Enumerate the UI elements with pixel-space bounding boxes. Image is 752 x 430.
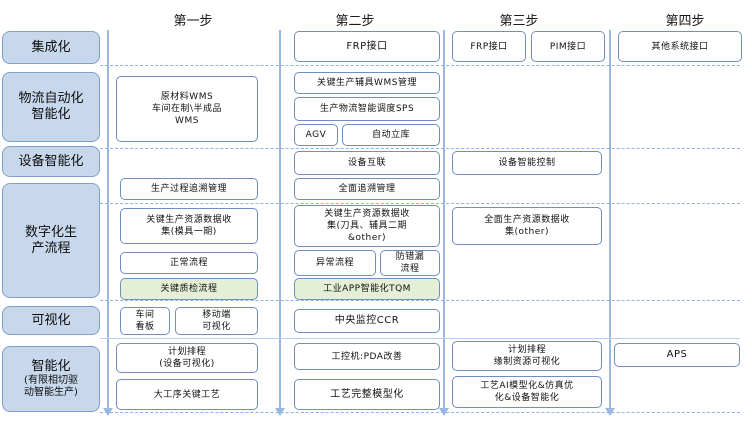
step1-wms: 原材料WMS 车间在制\半成品 WMS (116, 76, 258, 142)
step1-normal-flow: 正常流程 (120, 252, 258, 274)
column-header-step4: 第四步 (665, 14, 705, 29)
step2-frp-interface: FRP接口 (294, 31, 440, 62)
step2-full-trace: 全面追溯管理 (294, 178, 440, 200)
step1-planning: 计划排程 (设备可视化) (116, 343, 258, 373)
step2-arrow (275, 30, 285, 416)
step2-agv: AGV (294, 124, 338, 146)
step1-quality-flow: 关键质检流程 (120, 278, 258, 300)
step2-auto-warehouse: 自动立库 (342, 124, 440, 146)
step4-aps: APS (614, 343, 740, 367)
column-header-step2: 第二步 (335, 14, 375, 29)
row-divider (100, 203, 740, 204)
step1-mobile-visual: 移动端 可视化 (175, 307, 258, 335)
category-integration: 集成化 (2, 31, 100, 64)
category-label: 可视化 (31, 312, 71, 328)
step3-ai-model: 工艺AI模型化&仿真优 化&设备智能化 (452, 376, 602, 408)
step2-device-iot: 设备互联 (294, 151, 440, 175)
step1-data-collection: 关键生产资源数据收 集(模具一期) (120, 208, 258, 244)
category-visualization: 可视化 (2, 306, 100, 335)
category-label: 设备智能化 (18, 153, 84, 169)
category-sublabel: (有限相切驱 动智能生产) (24, 375, 78, 398)
row-divider (100, 65, 740, 66)
category-logistics: 物流自动化 智能化 (2, 72, 100, 142)
row-divider (100, 412, 740, 413)
column-header-step3: 第三步 (499, 14, 539, 29)
step3-planning: 计划排程 缘制资源可视化 (452, 341, 602, 371)
step2-tqm: 工业APP智能化TQM (294, 278, 440, 300)
step2-abnormal-flow: 异常流程 (294, 250, 376, 276)
category-label: 智能化 (31, 359, 71, 374)
step2-process-model: 工艺完整模型化 (294, 379, 440, 410)
row-divider (100, 148, 740, 149)
step1-key-process: 大工序关键工艺 (116, 379, 258, 410)
row-divider (100, 300, 740, 301)
step2-anti-mistake-flow: 防错漏 流程 (380, 250, 440, 276)
step1-arrow (103, 30, 113, 416)
row-divider (100, 338, 740, 339)
step2-data-collection: 关键生产资源数据收 集(刀具、辅具二期 &other) (294, 205, 440, 247)
category-label: 物流自动化 智能化 (18, 91, 84, 122)
step2-ccr: 中央监控CCR (294, 309, 440, 333)
step4-other-interface: 其他系统接口 (618, 31, 742, 62)
category-label: 集成化 (31, 39, 71, 55)
step3-frp-interface: FRP接口 (452, 31, 526, 62)
category-intelligent: 智能化 (有限相切驱 动智能生产) (2, 346, 100, 412)
step1-process-trace: 生产过程追溯管理 (120, 178, 258, 200)
column-header-step1: 第一步 (173, 14, 213, 29)
step1-workshop-board: 车间 看板 (120, 307, 170, 335)
category-equipment: 设备智能化 (2, 146, 100, 177)
step2-sps: 生产物流智能调度SPS (294, 97, 440, 121)
step3-pim-interface: PIM接口 (531, 31, 605, 62)
step3-arrow (439, 30, 449, 416)
step2-wms-management: 关键生产辅具WMS管理 (294, 72, 440, 94)
category-digital-process: 数字化生 产流程 (2, 183, 100, 298)
step4-arrow (605, 30, 615, 416)
category-label: 数字化生 产流程 (24, 224, 77, 256)
step2-pda: 工控机:PDA改善 (294, 343, 440, 370)
step3-data-collection: 全面生产资源数据收 集(other) (452, 207, 602, 245)
step3-device-control: 设备智能控制 (452, 151, 602, 175)
